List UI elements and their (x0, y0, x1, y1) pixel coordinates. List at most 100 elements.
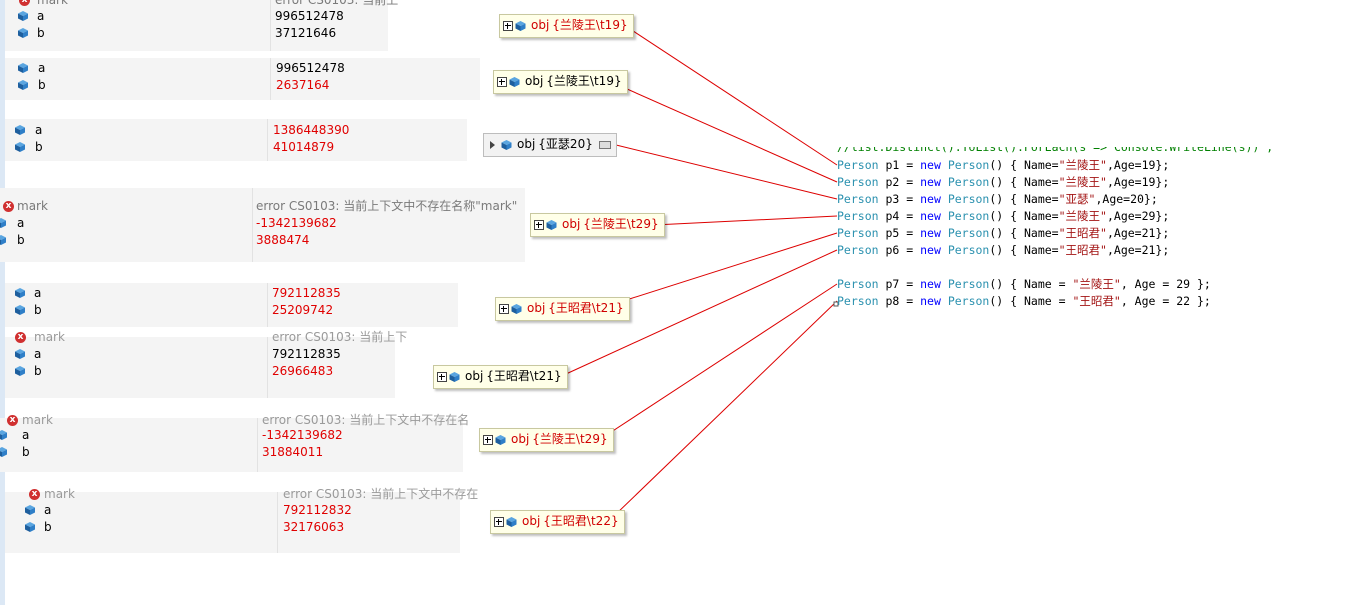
watch-row[interactable]: x mark error CS0103: 当前上下文中不存在名称"mark" (0, 198, 525, 215)
field-icon (15, 142, 25, 152)
watch-row[interactable]: a 792112835 (5, 346, 395, 363)
watch-name: mark (44, 487, 75, 501)
datatip-value: {兰陵王\t29} (532, 432, 608, 446)
expand-plus-icon[interactable] (494, 516, 504, 527)
watch-panel: a 1386448390 b 41014879 (5, 119, 467, 161)
object-icon (546, 219, 557, 230)
field-icon (0, 218, 6, 228)
expand-plus-icon[interactable] (437, 371, 447, 382)
field-name-a: a (44, 503, 52, 517)
connector-line-p8 (613, 300, 838, 517)
code-line-p1: Person p1 = new Person() { Name="兰陵王",Ag… (837, 158, 1170, 172)
code-line-p4: Person p4 = new Person() { Name="兰陵王",Ag… (837, 209, 1170, 223)
field-icon (18, 28, 28, 38)
field-value-a: 996512478 (276, 61, 345, 75)
watch-panel: x mark error CS0103: 当前上 a 996512478 b 3… (5, 0, 398, 51)
datatip-value: {兰陵王\t19} (546, 74, 622, 88)
code-comment-line: //list.Distinct().ToList().ForEach(s => … (837, 140, 1274, 154)
pin-icon[interactable] (598, 140, 611, 149)
datatip-p7[interactable]: obj{兰陵王\t29} (479, 428, 614, 452)
datatip-p8[interactable]: obj{王昭君\t22} (490, 510, 625, 534)
watch-value: error CS0103: 当前上下 (272, 330, 408, 344)
field-name-a: a (37, 9, 45, 23)
watch-row[interactable]: a 1386448390 (5, 122, 467, 139)
field-name-a: a (17, 216, 25, 230)
datatip-value: {王昭君\t21} (548, 301, 624, 315)
watch-row[interactable]: a 792112832 (5, 502, 460, 519)
datatip-label: obj (525, 74, 544, 88)
field-value-a: 792112835 (272, 286, 341, 300)
expand-plus-icon[interactable] (503, 20, 513, 31)
field-value-a: -1342139682 (262, 428, 343, 442)
watch-row[interactable]: b 31884011 (0, 444, 463, 461)
watch-row[interactable]: b 32176063 (5, 519, 460, 536)
field-icon (0, 447, 7, 457)
connector-anchor-handle (833, 301, 839, 307)
watch-row[interactable]: b 25209742 (5, 302, 458, 319)
datatip-p3[interactable]: obj{亚瑟20} (483, 133, 617, 157)
expand-plus-icon[interactable] (499, 303, 509, 314)
datatip-label: obj (522, 514, 541, 528)
error-icon: x (19, 0, 30, 6)
watch-row[interactable]: b 37121646 (5, 25, 388, 42)
watch-row[interactable]: a 996512478 (5, 60, 480, 77)
code-line-p2: Person p2 = new Person() { Name="兰陵王",Ag… (837, 175, 1170, 189)
watch-value: error CS0103: 当前上下文中不存在名 (262, 413, 470, 427)
watch-row[interactable]: a -1342139682 (0, 215, 525, 232)
field-icon (15, 366, 25, 376)
datatip-label: obj (517, 137, 536, 151)
datatip-label: obj (527, 301, 546, 315)
field-name-a: a (34, 286, 42, 300)
datatip-value: {兰陵王\t29} (583, 217, 659, 231)
field-value-a: -1342139682 (256, 216, 337, 230)
datatip-p6[interactable]: obj{王昭君\t21} (433, 365, 568, 389)
field-value-b: 3888474 (256, 233, 310, 247)
field-icon (18, 80, 28, 90)
field-name-b: b (34, 364, 42, 378)
expand-plus-icon[interactable] (497, 76, 507, 87)
datatip-p4[interactable]: obj{兰陵王\t29} (530, 213, 665, 237)
field-icon (18, 11, 28, 21)
datatip-p2[interactable]: obj{兰陵王\t19} (493, 70, 628, 94)
field-value-b: 25209742 (272, 303, 334, 317)
watch-panel: x mark error CS0103: 当前上下文中不存在名称"mark" a… (0, 188, 525, 262)
watch-name: mark (17, 199, 48, 213)
watch-row[interactable]: a 792112835 (5, 285, 458, 302)
field-icon (18, 63, 28, 73)
code-line-p5: Person p5 = new Person() { Name="王昭君",Ag… (837, 226, 1170, 240)
datatip-p5[interactable]: obj{王昭君\t21} (495, 297, 630, 321)
code-line-p6: Person p6 = new Person() { Name="王昭君",Ag… (837, 243, 1170, 257)
field-value-b: 31884011 (262, 445, 324, 459)
expand-arrow-icon[interactable] (490, 140, 495, 149)
object-icon (495, 434, 506, 445)
object-icon (515, 20, 526, 31)
expand-plus-icon[interactable] (534, 219, 544, 230)
watch-row[interactable]: a 996512478 (5, 8, 388, 25)
field-name-b: b (35, 140, 43, 154)
field-icon (15, 288, 25, 298)
field-value-a: 792112832 (283, 503, 352, 517)
watch-row[interactable]: b 3888474 (0, 232, 525, 249)
field-name-b: b (22, 445, 30, 459)
connector-line-p2 (617, 84, 838, 183)
field-value-b: 41014879 (273, 140, 335, 154)
watch-value: error CS0103: 当前上下文中不存在名称"mark" (256, 199, 518, 213)
datatip-label: obj (562, 217, 581, 231)
field-value-b: 32176063 (283, 520, 345, 534)
datatip-value: {兰陵王\t19} (552, 18, 628, 32)
field-name-a: a (34, 347, 42, 361)
watch-row[interactable]: b 26966483 (5, 363, 395, 380)
field-icon (0, 430, 7, 440)
watch-row[interactable]: a -1342139682 (0, 427, 463, 444)
datatip-p1[interactable]: obj{兰陵王\t19} (499, 14, 634, 38)
expand-plus-icon[interactable] (483, 434, 493, 445)
watch-value: error CS0103: 当前上下文中不存在 (283, 487, 479, 501)
field-icon (0, 235, 6, 245)
connector-line-p5 (619, 232, 838, 303)
watch-row[interactable]: b 2637164 (5, 77, 480, 94)
watch-panel: x mark error CS0103: 当前上下 a 792112835 b … (5, 330, 407, 398)
field-name-b: b (17, 233, 25, 247)
watch-row[interactable]: b 41014879 (5, 139, 467, 156)
object-icon (511, 303, 522, 314)
